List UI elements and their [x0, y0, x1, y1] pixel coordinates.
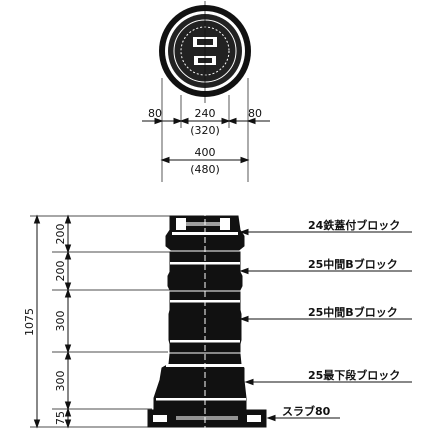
dim-inner-label: 240 [195, 107, 216, 120]
segment-heights-dimension [64, 214, 72, 429]
segment-height-1: 200 [54, 224, 67, 245]
middle-block-1 [167, 251, 243, 291]
plan-dimension-row-1 [142, 117, 270, 125]
segment-height-5: 75 [54, 411, 67, 425]
dim-left-label: 80 [148, 107, 162, 120]
plan-extension-lines [161, 78, 249, 182]
manhole-elevation [147, 210, 267, 434]
segment-height-4: 300 [54, 371, 67, 392]
dim-outer-label: 400 [195, 146, 216, 159]
part-label-cover-block: 24鉄蓋付ブロック [308, 218, 400, 232]
part-label-middle-block-2: 25中間Bブロック [308, 305, 398, 319]
manhole-cover-plan [159, 1, 251, 103]
total-height-label: 1075 [23, 308, 36, 336]
part-label-middle-block-1: 25中間Bブロック [308, 257, 398, 271]
slab-recess-right [247, 415, 261, 422]
bottom-block [153, 353, 247, 410]
dim-inner-alt-label: (320) [190, 124, 220, 137]
middle-block-1-band [170, 262, 240, 265]
slab-recess-left [153, 415, 167, 422]
top-block-opening-right [220, 218, 230, 230]
dim-outer-alt-label: (480) [190, 163, 220, 176]
top-block-lid-slot [186, 222, 220, 226]
part-label-slab: スラブ80 [282, 404, 331, 418]
part-label-bottom-block: 25最下段ブロック [308, 368, 400, 382]
top-block-opening-left [176, 218, 186, 230]
total-height-dimension [33, 214, 41, 429]
dim-right-label: 80 [248, 107, 262, 120]
segment-height-2: 200 [54, 261, 67, 282]
bottom-block-foot-band [156, 398, 246, 401]
slab-channel [176, 416, 238, 420]
elevation-level-lines [30, 215, 188, 428]
leader-lines [239, 228, 412, 422]
plan-dimension-row-2 [160, 156, 250, 164]
segment-height-3: 300 [54, 311, 67, 332]
